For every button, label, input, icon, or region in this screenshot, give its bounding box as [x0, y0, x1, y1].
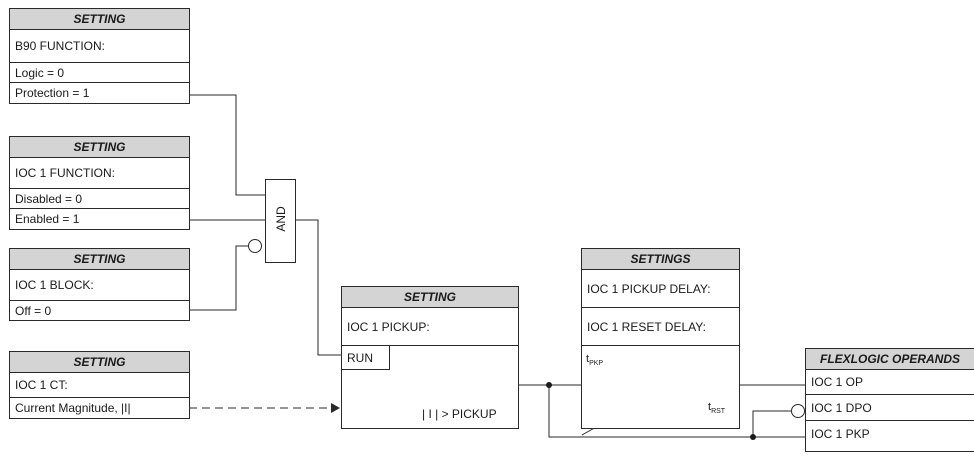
reset-delay-label: IOC 1 RESET DELAY:	[582, 308, 739, 346]
b90-function-setting-block: SETTING B90 FUNCTION: Logic = 0 Protecti…	[9, 8, 190, 104]
ioc-pickup-header: SETTING	[342, 287, 518, 308]
b90-protection-option: Protection = 1	[15, 86, 90, 100]
and-gate: AND	[265, 179, 296, 263]
b90-function-label: B90 FUNCTION:	[10, 30, 189, 63]
ioc-ct-label: IOC 1 CT:	[10, 373, 189, 398]
b90-logic-option: Logic = 0	[10, 63, 189, 83]
ioc-function-label: IOC 1 FUNCTION:	[10, 158, 189, 189]
run-input-label: RUN	[342, 346, 390, 370]
pickup-condition-label: | I | > PICKUP	[422, 407, 497, 421]
ioc-timer-settings-block: SETTINGS IOC 1 PICKUP DELAY: IOC 1 RESET…	[581, 248, 740, 429]
operand-ioc-dpo: IOC 1 DPO	[806, 395, 974, 421]
t-pkp-label: tPKP	[586, 353, 604, 368]
operand-ioc-pkp: IOC 1 PKP	[811, 427, 870, 441]
ioc-block-setting-block: SETTING IOC 1 BLOCK: Off = 0	[9, 248, 190, 321]
ioc-function-header: SETTING	[10, 137, 189, 158]
and-gate-label: AND	[274, 206, 288, 232]
wire-block-to-and	[189, 245, 248, 311]
ioc-timer-header: SETTINGS	[582, 249, 739, 270]
flexlogic-operands-block: FLEXLOGIC OPERANDS IOC 1 OP IOC 1 DPO IO…	[805, 348, 974, 452]
junction-dot-pkp	[750, 434, 756, 440]
ioc-ct-header: SETTING	[10, 352, 189, 373]
b90-block-header: SETTING	[10, 9, 189, 30]
operand-ioc-op: IOC 1 OP	[806, 370, 974, 395]
inversion-bubble-dpo	[791, 404, 805, 418]
ioc-function-setting-block: SETTING IOC 1 FUNCTION: Disabled = 0 Ena…	[9, 136, 190, 230]
junction-dot-pickup	[546, 382, 552, 388]
pickup-delay-label: IOC 1 PICKUP DELAY:	[582, 270, 739, 308]
arrow-head-icon	[331, 403, 340, 413]
wire-dpo	[752, 410, 791, 437]
ioc-pickup-label: IOC 1 PICKUP:	[342, 308, 518, 346]
wire-pickup-to-pkp	[548, 385, 805, 438]
ioc-pickup-setting-block: SETTING IOC 1 PICKUP: RUN | I | > PICKUP	[341, 286, 519, 429]
wire-and-to-run	[296, 219, 341, 356]
ioc-enabled-option: Enabled = 1	[15, 212, 80, 226]
ioc-ct-magnitude-option: Current Magnitude, |I|	[15, 401, 131, 415]
t-rst-label: tRST	[708, 401, 726, 416]
wire-protection-to-and	[189, 94, 266, 196]
ioc-disabled-option: Disabled = 0	[10, 189, 189, 209]
inversion-bubble-block	[248, 239, 262, 253]
ioc-ct-setting-block: SETTING IOC 1 CT: Current Magnitude, |I|	[9, 351, 190, 419]
ioc-block-label: IOC 1 BLOCK:	[10, 270, 189, 301]
ioc-block-off-option: Off = 0	[15, 304, 52, 318]
flexlogic-header: FLEXLOGIC OPERANDS	[806, 349, 974, 370]
ioc-block-header: SETTING	[10, 249, 189, 270]
